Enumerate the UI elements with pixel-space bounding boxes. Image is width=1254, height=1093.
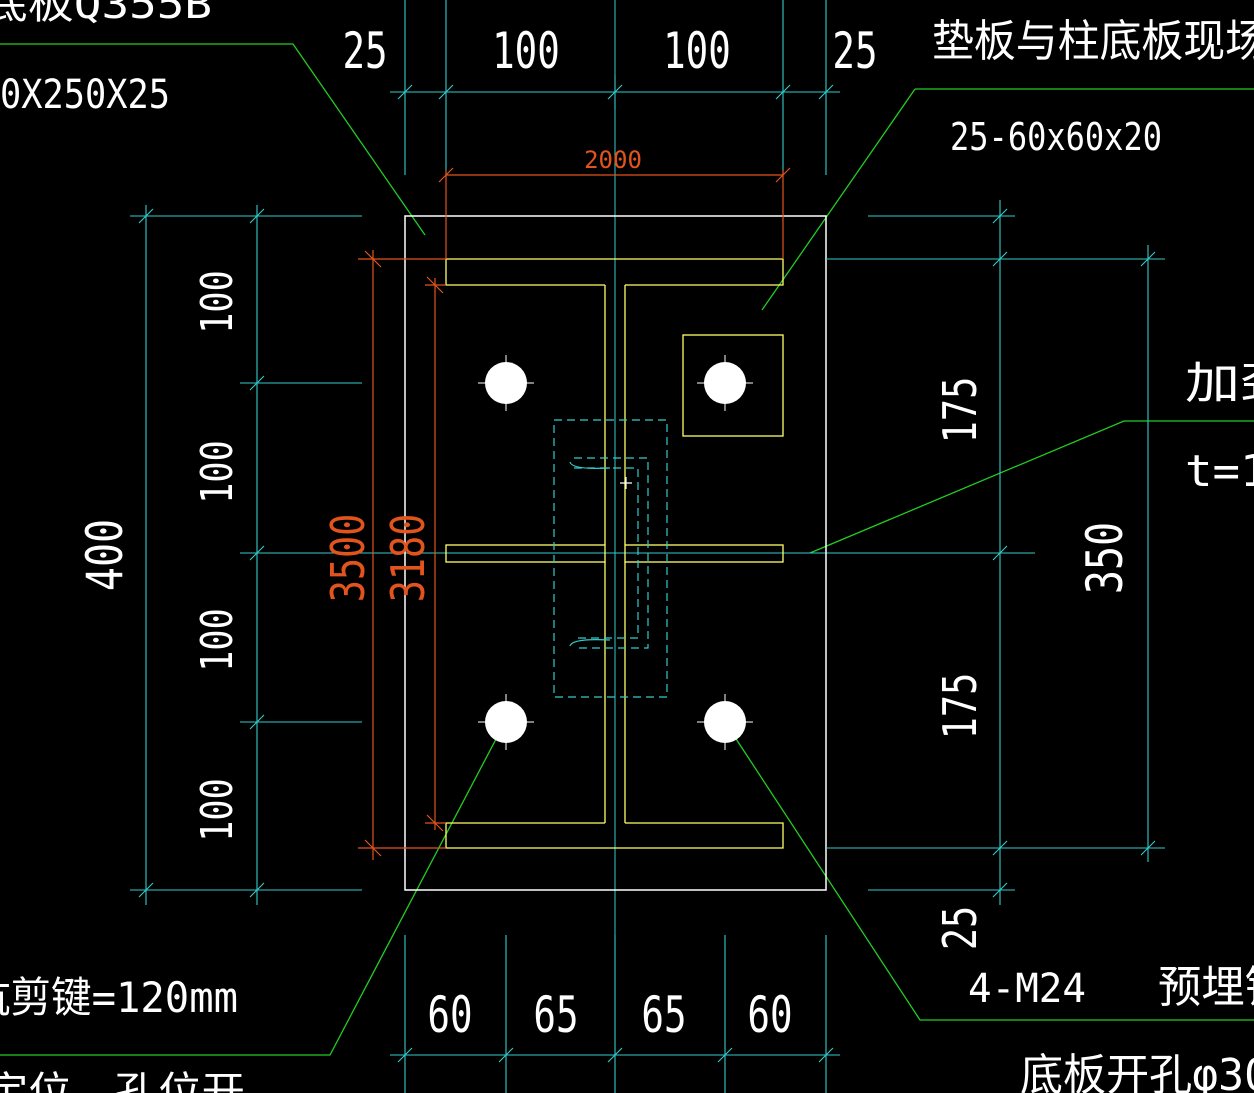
label-hole-note: 底板开孔φ30 xyxy=(1020,1050,1254,1093)
leader-shear-key xyxy=(0,721,506,1056)
leader-stiffener xyxy=(809,420,1254,554)
leader-base-plate xyxy=(0,43,426,236)
dim-section-height: 3500 xyxy=(321,514,375,603)
dim-bottom-4: 60 xyxy=(747,987,792,1045)
dim-left-seg-1: 100 xyxy=(192,270,243,334)
hook-bottom xyxy=(569,639,611,647)
dim-left-seg-4: 100 xyxy=(192,778,243,842)
dim-left-seg-2: 100 xyxy=(192,440,243,504)
dim-left-seg-3: 100 xyxy=(192,608,243,672)
top-flange-left xyxy=(445,258,615,286)
bottom-flange-left xyxy=(445,822,615,849)
base-plate xyxy=(404,215,827,891)
bolts xyxy=(478,355,753,750)
label-stiffener-t: t=10 xyxy=(1185,446,1254,497)
bolt-top-right xyxy=(697,355,753,411)
label-base-plate-size: 0X250X25 xyxy=(0,72,170,118)
bolt-bottom-right xyxy=(697,694,753,750)
bottom-flange-right xyxy=(615,822,784,849)
shear-key-hooks xyxy=(569,461,632,647)
label-stiffener: 加劲 xyxy=(1185,358,1254,409)
dim-web-height: 3180 xyxy=(381,514,435,603)
label-washer-size: 25-60x60x20 xyxy=(950,115,1162,159)
dim-top-4: 25 xyxy=(832,23,877,81)
dim-bottom-2: 65 xyxy=(533,987,578,1045)
label-anchor-bolts: 4-M24 xyxy=(968,966,1086,1012)
h-section xyxy=(445,258,784,849)
dim-bottom-3: 65 xyxy=(641,987,686,1045)
label-bottom-left-note: 定位、孔位开 xyxy=(0,1069,245,1093)
dimension-texts: 25 100 100 25 2000 400 100 100 100 100 3… xyxy=(76,23,1135,1045)
dim-top-2: 100 xyxy=(492,23,560,81)
dimension-lines xyxy=(130,0,1165,1093)
shear-key-outline xyxy=(553,419,668,698)
label-shear-key: 抗剪键=120mm xyxy=(0,973,238,1022)
stiffener-left xyxy=(445,544,606,563)
dim-top-3: 100 xyxy=(663,23,731,81)
dim-right-bottom: 25 xyxy=(933,906,987,950)
leader-lines xyxy=(0,43,1254,1056)
bolt-top-left xyxy=(478,355,534,411)
leader-anchor xyxy=(724,721,1254,1021)
dim-bottom-1: 60 xyxy=(427,987,472,1045)
dim-flange-width: 2000 xyxy=(584,146,642,174)
label-washer-note: 垫板与柱底板现场 xyxy=(932,16,1254,67)
top-flange-right xyxy=(615,258,784,286)
dim-left-outer: 400 xyxy=(76,519,135,591)
washer-plate xyxy=(682,334,784,437)
orange-dimension-lines xyxy=(358,167,791,860)
dim-top-1: 25 xyxy=(342,23,387,81)
dim-right-total: 350 xyxy=(1076,522,1135,594)
shear-key-center xyxy=(620,477,632,489)
hook-top xyxy=(569,461,611,469)
label-anchor-embed: 预埋锚 xyxy=(1158,962,1254,1013)
leader-washer-diag xyxy=(761,88,916,311)
dim-right-seg-1: 175 xyxy=(933,377,987,443)
stiffener-right xyxy=(624,544,784,563)
shear-key-inner xyxy=(574,457,649,649)
label-base-plate-material: 底板Q355B xyxy=(0,0,212,28)
bolt-bottom-left xyxy=(478,694,534,750)
dim-right-seg-2: 175 xyxy=(933,673,987,739)
